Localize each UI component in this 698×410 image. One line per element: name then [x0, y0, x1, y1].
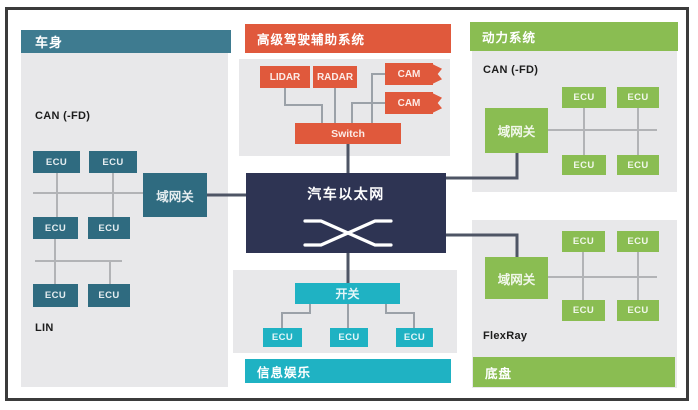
infotainment-ecu-2: ECU — [330, 328, 368, 347]
lidar-label: LIDAR — [269, 71, 301, 83]
body-ecu-2: ECU — [89, 151, 137, 173]
body-bus-label-lin: LIN — [35, 322, 54, 334]
infotainment-section-header: 信息娱乐 — [245, 359, 451, 383]
body-ecu-3: ECU — [33, 217, 78, 239]
chassis-section-header: 底盘 — [473, 357, 675, 387]
ecu-label: ECU — [338, 332, 360, 343]
camera-node-2: CAM — [385, 92, 433, 114]
body-section-title: 车身 — [35, 35, 64, 50]
ecu-label: ECU — [45, 156, 68, 168]
infotainment-ecu-1: ECU — [263, 328, 302, 347]
infotainment-switch: 开关 — [295, 283, 400, 304]
ecu-label: ECU — [573, 92, 595, 103]
ecu-label: ECU — [102, 156, 124, 168]
ecu-label: ECU — [627, 236, 649, 247]
powertrain-section-header: 动力系统 — [470, 22, 678, 51]
chassis-section-title: 底盘 — [485, 366, 513, 381]
lidar-node: LIDAR — [260, 66, 310, 88]
adas-section-title: 高级驾驶辅助系统 — [257, 33, 366, 47]
powertrain-domain-gateway: 域网关 — [485, 108, 548, 153]
radar-node: RADAR — [313, 66, 357, 88]
chassis-domain-gateway: 域网关 — [485, 257, 548, 299]
cam-label: CAM — [397, 97, 421, 109]
ethernet-title: 汽车以太网 — [307, 186, 385, 202]
adas-switch: Switch — [295, 123, 401, 144]
ecu-label: ECU — [627, 159, 649, 171]
automotive-ethernet-box: 汽车以太网 — [246, 173, 446, 253]
powertrain-bus-label-can: CAN (-FD) — [483, 64, 539, 76]
gateway-label: 域网关 — [156, 189, 194, 204]
radar-label: RADAR — [316, 71, 354, 83]
cam-label: CAM — [397, 68, 421, 80]
chassis-ecu-2: ECU — [617, 231, 659, 252]
chassis-ecu-1: ECU — [562, 231, 605, 252]
powertrain-ecu-3: ECU — [562, 155, 606, 175]
ethernet-switch-icon — [303, 219, 393, 247]
body-ecu-5: ECU — [33, 284, 78, 307]
infotainment-ecu-3: ECU — [396, 328, 433, 347]
body-ecu-1: ECU — [33, 151, 80, 173]
body-domain-gateway: 域网关 — [143, 173, 207, 217]
ecu-label: ECU — [271, 332, 294, 343]
ecu-label: ECU — [573, 159, 595, 171]
switch-label: 开关 — [335, 287, 360, 301]
ecu-label: ECU — [572, 305, 595, 316]
ecu-label: ECU — [44, 290, 67, 301]
adas-section-header: 高级驾驶辅助系统 — [245, 24, 451, 53]
powertrain-section-title: 动力系统 — [482, 31, 537, 45]
chassis-bus-label-flexray: FlexRay — [483, 330, 528, 342]
powertrain-ecu-2: ECU — [617, 87, 659, 108]
ecu-label: ECU — [627, 92, 649, 103]
ecu-label: ECU — [627, 305, 649, 316]
gateway-label: 域网关 — [497, 125, 536, 139]
powertrain-ecu-4: ECU — [617, 155, 659, 175]
infotainment-section-title: 信息娱乐 — [257, 365, 312, 380]
body-section-header: 车身 — [21, 30, 231, 53]
camera-lens-icon — [433, 93, 442, 113]
body-ecu-6: ECU — [88, 284, 130, 307]
ecu-label: ECU — [98, 290, 120, 301]
chassis-ecu-4: ECU — [617, 300, 659, 321]
ecu-label: ECU — [98, 222, 120, 234]
ecu-label: ECU — [403, 332, 426, 343]
camera-node-1: CAM — [385, 63, 433, 85]
gateway-label: 域网关 — [497, 272, 536, 287]
powertrain-ecu-1: ECU — [562, 87, 606, 108]
chassis-ecu-3: ECU — [562, 300, 605, 321]
body-ecu-4: ECU — [88, 217, 130, 239]
camera-lens-icon — [433, 64, 442, 84]
switch-label: Switch — [331, 127, 365, 140]
ecu-label: ECU — [572, 236, 595, 247]
body-bus-label-can: CAN (-FD) — [35, 110, 91, 122]
ecu-label: ECU — [44, 222, 67, 234]
